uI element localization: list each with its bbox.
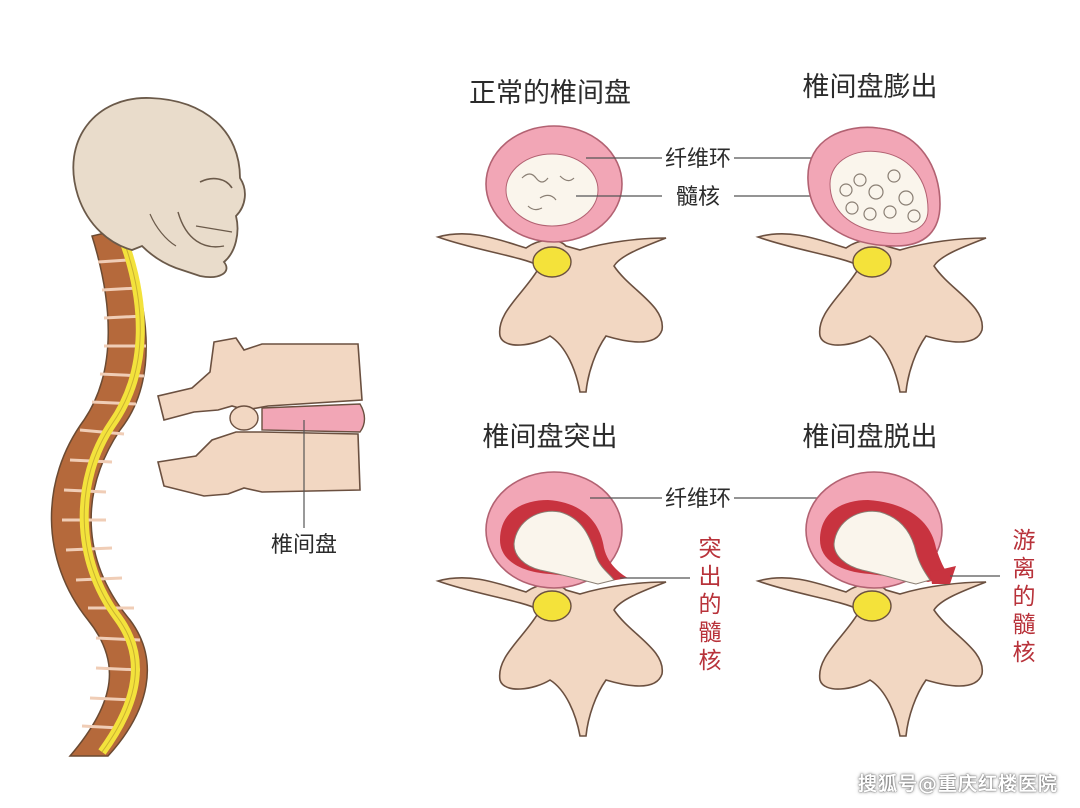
panel-extrusion: 椎间盘脱出 游 离 的 髓 核 [757,422,1036,737]
title-extrusion: 椎间盘脱出 [803,422,938,453]
vertebra-extrusion [757,576,987,737]
title-protrusion: 椎间盘突出 [483,422,618,453]
spinal-cord [79,234,145,755]
panel-bulge: 椎间盘膨出 [757,72,987,393]
lateral-disc [261,403,366,433]
vertebra-protrusion [437,576,667,737]
label-protruded-nucleus: 突 出 的 髓 核 [699,536,722,674]
vertebra-normal [437,232,667,393]
title-bulge: 椎间盘膨出 [803,72,938,103]
side-char: 游 [1013,528,1036,554]
side-char: 核 [1013,640,1036,666]
side-char: 髓 [1013,612,1036,638]
side-char: 突 [699,536,722,562]
nucleus-extrusion [833,510,931,585]
lower-vertebra [157,431,361,497]
label-nucleus-1: 髓核 [676,185,720,210]
side-char: 离 [1013,556,1036,582]
panel-protrusion: 椎间盘突出 纤维环 突 出 的 髓 核 [437,422,820,737]
label-disc: 椎间盘 [271,533,337,558]
side-char: 的 [699,592,722,618]
side-char: 核 [699,648,722,674]
lateral-spine-segment: 椎间盘 [157,337,366,558]
skeleton-illustration [50,97,246,757]
label-free-nucleus: 游 离 的 髓 核 [1013,528,1036,666]
title-normal: 正常的椎间盘 [469,78,631,109]
side-char: 的 [1013,584,1036,610]
vertebra-bulge [757,232,987,393]
skull [72,97,246,278]
label-annulus-3: 纤维环 [665,487,731,512]
label-annulus-1: 纤维环 [665,147,731,172]
nucleus-protrusion [513,510,615,585]
panel-normal: 正常的椎间盘 纤维环 髓核 [437,78,842,393]
watermark: 搜狐号@重庆红楼医院 [857,773,1058,795]
side-char: 髓 [699,620,722,646]
free-fragment [930,566,956,584]
nucleus-normal [505,153,599,227]
side-char: 出 [699,564,722,590]
